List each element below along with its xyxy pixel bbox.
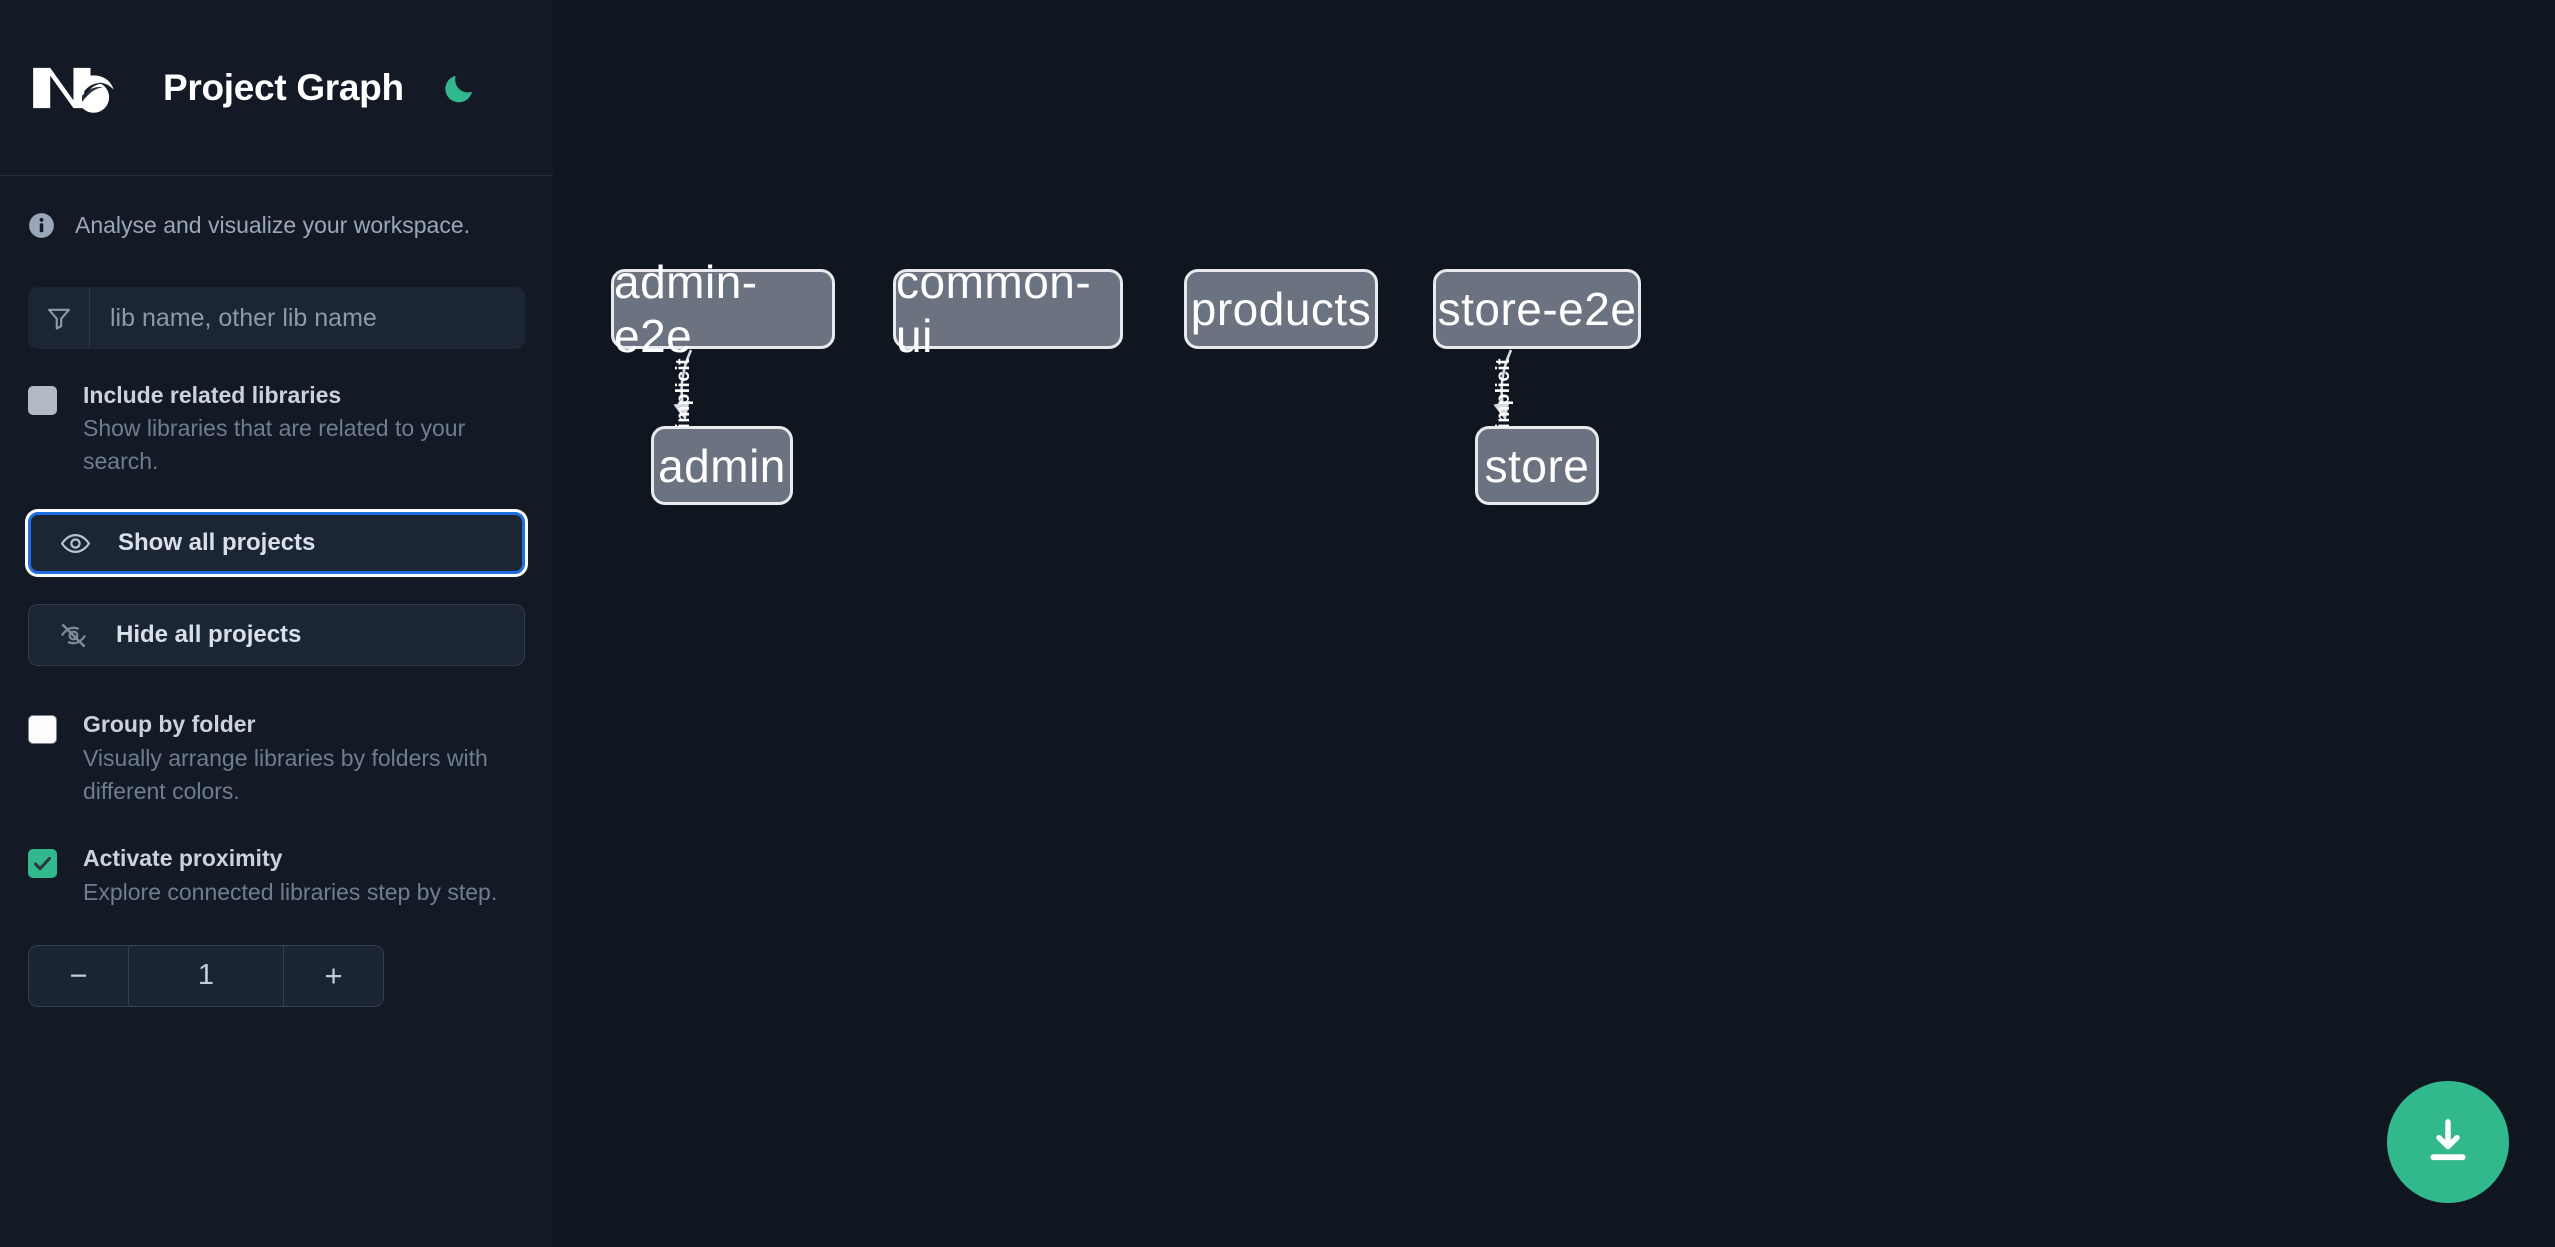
graph-node-admin[interactable]: admin [651, 426, 793, 505]
graph-node-label: store [1484, 439, 1590, 492]
eye-off-icon [57, 619, 90, 652]
sidebar-header: Project Graph [0, 0, 553, 176]
info-icon [28, 212, 55, 239]
proximity-value: 1 [129, 945, 283, 1006]
checkbox-group-by-folder[interactable] [28, 715, 57, 745]
option-description: Explore connected libraries step by step… [83, 878, 498, 905]
page-title: Project Graph [163, 66, 404, 108]
graph-node-label: admin-e2e [614, 256, 758, 362]
graph-node-store[interactable]: store [1475, 426, 1599, 505]
graph-edges [673, 349, 1513, 421]
checkbox-activate-proximity[interactable] [28, 849, 57, 879]
tagline-text: Analyse and visualize your workspace. [75, 212, 471, 238]
graph-node-products[interactable]: products [1184, 269, 1378, 349]
edge-label-store-implicit: implicit [1493, 358, 1514, 429]
option-texts: Group by folder Visually arrange librari… [83, 710, 503, 807]
proximity-stepper: − 1 + [28, 944, 384, 1007]
sidebar: Project Graph Analyse and visualize your… [0, 0, 553, 1247]
filter-icon [28, 287, 90, 349]
moon-icon[interactable] [440, 68, 480, 108]
graph-node-admin-e2e[interactable]: admin-e2e [611, 256, 835, 362]
proximity-decrement-button[interactable]: − [29, 945, 129, 1006]
graph-canvas[interactable]: admin-e2e common-ui products store-e2e a… [553, 0, 2555, 1247]
graph-node-label: admin [658, 439, 786, 492]
search-row [28, 287, 525, 349]
option-label: Activate proximity [83, 845, 283, 872]
eye-icon [59, 527, 92, 560]
proximity-increment-button[interactable]: + [283, 945, 383, 1006]
graph-node-common-ui[interactable]: common-ui [893, 256, 1123, 362]
show-all-projects-label: Show all projects [118, 529, 316, 557]
option-description: Visually arrange libraries by folders wi… [83, 744, 488, 804]
edge-label-admin-implicit: implicit [673, 358, 694, 429]
option-group-by-folder[interactable]: Group by folder Visually arrange librari… [28, 710, 525, 807]
search-input[interactable] [90, 287, 525, 349]
checkbox-include-related[interactable] [28, 386, 57, 415]
option-activate-proximity[interactable]: Activate proximity Explore connected lib… [28, 844, 525, 908]
tagline-row: Analyse and visualize your workspace. [0, 176, 553, 239]
show-all-projects-button[interactable]: Show all projects [28, 512, 525, 575]
nx-logo-icon [28, 57, 122, 119]
sidebar-body: Include related libraries Show libraries… [0, 287, 553, 1007]
option-description: Show libraries that are related to your … [83, 415, 466, 475]
option-label: Include related libraries [83, 382, 342, 408]
option-label: Group by folder [83, 711, 256, 738]
graph-node-label: products [1190, 283, 1372, 335]
option-texts: Include related libraries Show libraries… [83, 381, 503, 478]
graph-node-store-e2e[interactable]: store-e2e [1433, 269, 1641, 349]
option-include-related[interactable]: Include related libraries Show libraries… [28, 381, 525, 478]
graph-node-label: store-e2e [1437, 283, 1637, 335]
option-texts: Activate proximity Explore connected lib… [83, 844, 497, 908]
hide-all-projects-label: Hide all projects [116, 621, 302, 649]
download-graph-button[interactable] [2387, 1081, 2509, 1203]
graph-node-label: common-ui [896, 256, 1092, 362]
download-icon [2421, 1114, 2475, 1171]
hide-all-projects-button[interactable]: Hide all projects [28, 604, 525, 667]
